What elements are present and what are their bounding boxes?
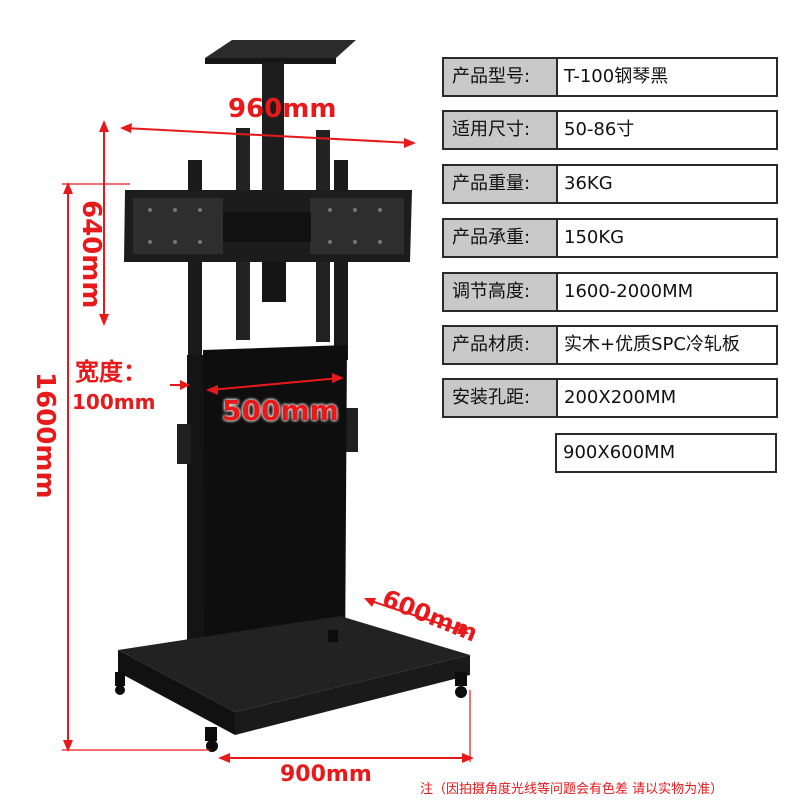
dim-vesa-height: 640mm bbox=[76, 200, 106, 309]
base-top bbox=[118, 616, 470, 712]
spec-row-model: 产品型号: T-100钢琴黑 bbox=[442, 57, 778, 97]
spec-label: 产品型号: bbox=[452, 66, 531, 87]
footnote: 注（因拍摄角度光线等问题会有色差 请以实物为准） bbox=[420, 782, 724, 797]
spec-value: 实木+优质SPC冷轧板 bbox=[556, 325, 778, 365]
wheels bbox=[115, 630, 467, 752]
dim-pillar-label: 宽度： bbox=[75, 358, 147, 386]
spec-value: 1600-2000MM bbox=[556, 272, 778, 312]
spec-value: T-100钢琴黑 bbox=[556, 57, 778, 97]
spec-label: 适用尺寸: bbox=[452, 119, 531, 140]
spec-value-extra: 900X600MM bbox=[555, 433, 777, 473]
top-tray bbox=[205, 40, 356, 58]
dim-pillar-width: 100mm bbox=[72, 390, 156, 414]
dim-base-width: 900mm bbox=[280, 762, 372, 787]
spec-value: 36KG bbox=[556, 164, 778, 204]
dim-top-width: 960mm bbox=[228, 94, 337, 124]
center-column bbox=[262, 62, 284, 212]
spec-row-height: 调节高度: 1600-2000MM bbox=[442, 272, 778, 312]
spec-row-load: 产品承重: 150KG bbox=[442, 218, 778, 258]
spec-label: 调节高度: bbox=[452, 281, 531, 302]
spec-label: 产品材质: bbox=[452, 334, 531, 355]
dim-total-height: 1600mm bbox=[30, 372, 60, 499]
spec-value: 200X200MM bbox=[556, 378, 778, 418]
spec-row-material: 产品材质: 实木+优质SPC冷轧板 bbox=[442, 325, 778, 365]
spec-row-size: 适用尺寸: 50-86寸 bbox=[442, 110, 778, 150]
spec-row-hole-spacing: 安装孔距: 200X200MM bbox=[442, 378, 778, 418]
back-panel bbox=[203, 345, 347, 670]
spec-label: 安装孔距: bbox=[452, 387, 531, 408]
spec-value: 150KG bbox=[556, 218, 778, 258]
main-pillar bbox=[187, 355, 205, 665]
spec-label: 产品承重: bbox=[452, 227, 531, 248]
spec-value: 50-86寸 bbox=[556, 110, 778, 150]
dim-panel-width: 500mm bbox=[222, 394, 339, 427]
spec-label: 产品重量: bbox=[452, 173, 531, 194]
spec-row-weight: 产品重量: 36KG bbox=[442, 164, 778, 204]
